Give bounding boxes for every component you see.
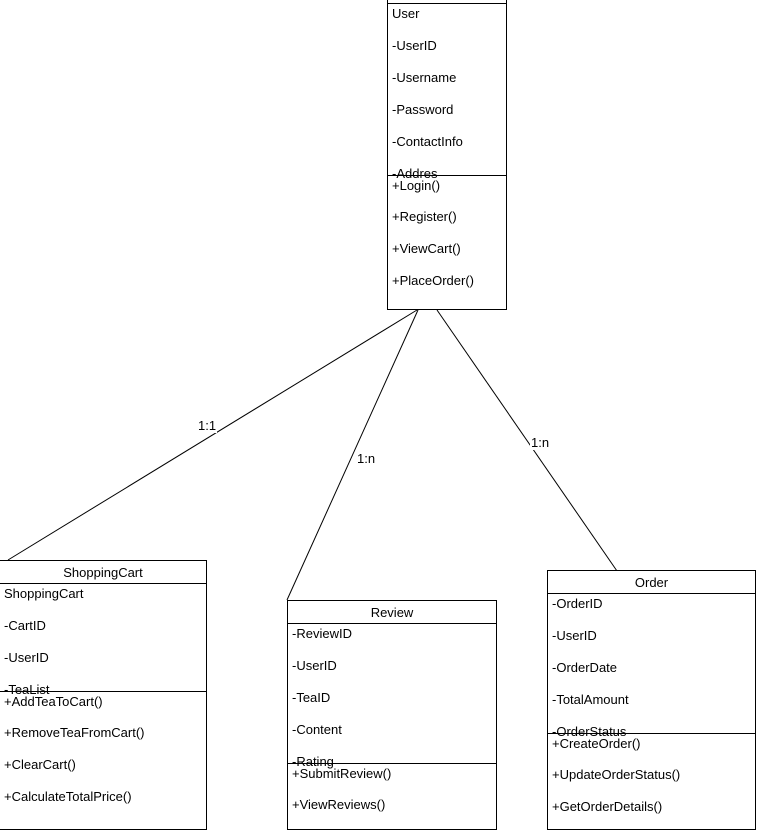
method: +ViewCart(): [392, 241, 461, 256]
attribute: -TeaID: [292, 690, 331, 705]
attribute: -Rating: [292, 754, 334, 769]
method: +UpdateOrderStatus(): [552, 767, 681, 782]
attribute: -UserID: [292, 658, 337, 673]
attribute: -Content: [292, 722, 342, 737]
class-user-title: User: [392, 6, 420, 21]
method: +AddTeaToCart(): [0, 691, 206, 723]
attribute: -OrderDate: [552, 660, 618, 675]
association-user-shoppingcart: [7, 309, 418, 561]
attribute: -UserID: [392, 38, 437, 53]
class-review[interactable]: Review -ReviewID -UserID -TeaID -Content…: [287, 600, 497, 830]
attribute: -CartID: [4, 618, 46, 633]
multiplicity-user-shoppingcart: 1:1: [197, 418, 218, 433]
class-shoppingcart-name: ShoppingCart: [0, 561, 206, 584]
attribute: -OrderStatus: [552, 724, 627, 739]
class-order-name: Order: [548, 571, 755, 594]
attribute: -ContactInfo: [392, 134, 463, 149]
attribute: -Username: [392, 70, 457, 85]
attribute: -Addres: [392, 166, 438, 181]
association-user-order: [436, 309, 618, 572]
method: +CreateOrder(): [548, 733, 755, 765]
method: +SubmitReview(): [288, 763, 496, 795]
class-user-header: [388, 0, 506, 4]
attribute: -TeaList: [4, 682, 50, 697]
class-shoppingcart[interactable]: ShoppingCart ShoppingCart -CartID -UserI…: [0, 560, 207, 830]
multiplicity-user-review: 1:n: [356, 451, 377, 466]
attribute: -ReviewID: [292, 626, 352, 641]
method: +Login(): [388, 175, 506, 207]
attribute: -OrderID: [552, 596, 603, 611]
association-user-review: [286, 309, 419, 601]
class-order[interactable]: Order -OrderID -UserID -OrderDate -Total…: [547, 570, 756, 830]
method: +CalculateTotalPrice(): [4, 789, 132, 804]
class-user[interactable]: User -UserID -Username -Password -Contac…: [387, 0, 507, 310]
attribute: -TotalAmount: [552, 692, 629, 707]
attribute: -UserID: [552, 628, 597, 643]
method: +ClearCart(): [4, 757, 76, 772]
class-shoppingcart-title: ShoppingCart: [4, 586, 84, 601]
attribute: -Password: [392, 102, 454, 117]
method: +RemoveTeaFromCart(): [4, 725, 145, 740]
method: +GetOrderDetails(): [552, 799, 663, 814]
class-review-name: Review: [288, 601, 496, 624]
method: +Register(): [392, 209, 457, 224]
method: +PlaceOrder(): [392, 273, 474, 288]
method: +ViewReviews(): [292, 797, 386, 812]
attribute: -UserID: [4, 650, 49, 665]
multiplicity-user-order: 1:n: [530, 435, 551, 450]
